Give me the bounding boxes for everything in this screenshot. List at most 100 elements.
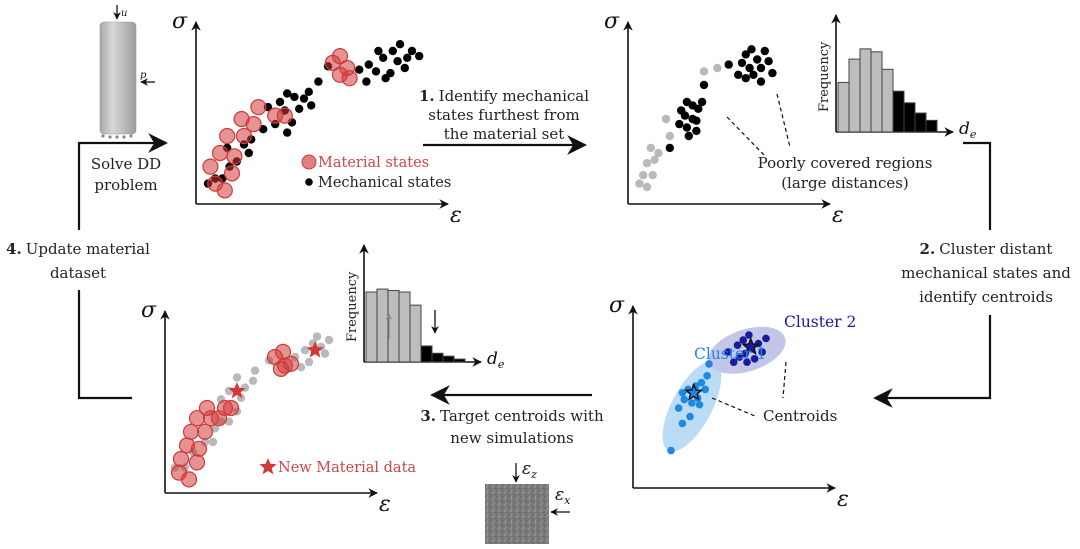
- poorly-covered-point: [682, 123, 692, 132]
- axial-load-label: u: [121, 8, 127, 19]
- support-pins: [101, 134, 133, 139]
- poorly-covered-point: [692, 126, 701, 136]
- mechanical-state-point: [299, 94, 309, 103]
- step1-label: 1.Identify mechanical states furthest fr…: [419, 87, 589, 143]
- cluster1-point: [686, 412, 694, 421]
- covered-state-point: [300, 346, 310, 355]
- poorly-covered-point: [699, 80, 709, 90]
- mechanical-state-point: [395, 40, 405, 49]
- mechanical-state-point: [379, 53, 388, 62]
- cluster2-point: [735, 353, 744, 361]
- covered-state-point: [250, 366, 260, 375]
- cluster2-point: [733, 341, 742, 350]
- mechanical-state-point: [244, 148, 253, 158]
- step4-line2: dataset: [50, 264, 106, 282]
- mechanical-state-point: [374, 46, 383, 56]
- step3-number: 3.: [420, 407, 436, 425]
- mechanical-state-point: [364, 60, 373, 69]
- poorly-covered-point: [675, 119, 684, 129]
- cluster2-label: Cluster 2: [784, 313, 856, 331]
- covered-state-point: [648, 170, 657, 180]
- annotation-line1: Poorly covered regions: [758, 154, 933, 172]
- covered-state-point: [639, 170, 648, 180]
- covered-state-point: [713, 63, 722, 73]
- step1-line3: the material set: [444, 125, 564, 143]
- step4-line1: Update material: [26, 240, 150, 258]
- cluster2-point: [758, 348, 766, 356]
- mechanical-state-point: [307, 101, 316, 110]
- step2-line1: Cluster distant: [939, 240, 1052, 258]
- cylinder-body: [99, 21, 137, 135]
- material-state-point: [190, 440, 208, 457]
- covered-state-point: [635, 179, 644, 188]
- material-state-point: [250, 98, 267, 116]
- step4-label: 4.Update material dataset: [6, 240, 150, 282]
- mechanical-state-point: [314, 77, 323, 86]
- y-axis-label: σ: [604, 9, 620, 34]
- poorly-covered-point: [745, 63, 754, 73]
- poorly-covered-point: [760, 46, 769, 56]
- panel2-annotation: Poorly covered regions (large distances): [726, 93, 933, 192]
- legend-material-marker: [301, 154, 317, 170]
- poorly-covered-point: [756, 77, 766, 86]
- cluster1-point: [678, 389, 687, 397]
- material-state-point: [180, 471, 198, 488]
- poorly-covered-point: [764, 57, 773, 66]
- material-state-point: [223, 165, 241, 182]
- covered-state-point: [208, 437, 218, 447]
- mechanical-state-point: [407, 46, 417, 56]
- material-state-point: [222, 399, 240, 417]
- y-axis-label: σ: [172, 9, 188, 34]
- y-axis-label: σ: [609, 293, 625, 318]
- covered-state-point: [324, 335, 334, 345]
- poorly-covered-point: [768, 68, 777, 78]
- mechanical-state-point: [355, 65, 364, 74]
- cube-lateral-load-label: εx: [555, 485, 571, 507]
- cluster1-point: [697, 378, 706, 387]
- panel-3-clusters: σε: [609, 293, 849, 512]
- histogram-bar: [409, 304, 422, 363]
- arrow-panel2-to-step2: [963, 141, 992, 230]
- step4-number: 4.: [6, 240, 22, 258]
- poorly-covered-point: [753, 55, 762, 64]
- step1-number: 1.: [419, 87, 435, 105]
- panel4-legend: New Material data: [259, 458, 416, 476]
- mechanical-state-point: [386, 68, 395, 78]
- step2-label: 2.Cluster distant mechanical states and …: [901, 240, 1071, 306]
- covered-state-point: [646, 143, 655, 153]
- histogram-bar: [903, 102, 916, 133]
- legend-mechanical-marker: [305, 178, 313, 186]
- histogram-bar: [431, 352, 444, 363]
- histogram-bar: [848, 58, 861, 133]
- mechanical-state-point: [388, 46, 397, 56]
- poorly-covered-point: [756, 63, 766, 73]
- panel-1-scatter: σε: [172, 9, 462, 228]
- poorly-covered-point: [747, 45, 756, 54]
- covered-state-point: [304, 357, 314, 367]
- y-axis-label: Frequency: [817, 41, 832, 112]
- y-axis-label: σ: [141, 298, 157, 323]
- material-state-point: [216, 182, 233, 199]
- svg-text:1.Identify mechanical: 1.Identify mechanical: [419, 87, 589, 105]
- cluster1-point: [680, 395, 689, 404]
- step3-line2: new simulations: [450, 429, 573, 447]
- solve-line2: problem: [94, 176, 157, 194]
- material-state-point: [172, 450, 190, 468]
- solve-line1: Solve DD: [91, 155, 161, 173]
- arrow-panel4-to-update: [77, 290, 132, 400]
- cluster1-point: [678, 419, 687, 428]
- histogram-bar: [892, 90, 905, 133]
- poorly-covered-point: [724, 60, 733, 69]
- legend-material-label: Material states: [318, 155, 429, 171]
- histogram-bar: [453, 358, 466, 363]
- step1-line2: states furthest from: [428, 106, 579, 124]
- centroid-star-icon: [741, 337, 761, 355]
- step1-line1: Identify mechanical: [439, 87, 590, 105]
- cluster1-label: Cluster 1: [694, 345, 766, 363]
- poorly-covered-point: [749, 70, 758, 80]
- legend-new-material-label: New Material data: [278, 460, 416, 476]
- centroid-star-icon: [684, 382, 704, 401]
- cube-body: [485, 484, 549, 544]
